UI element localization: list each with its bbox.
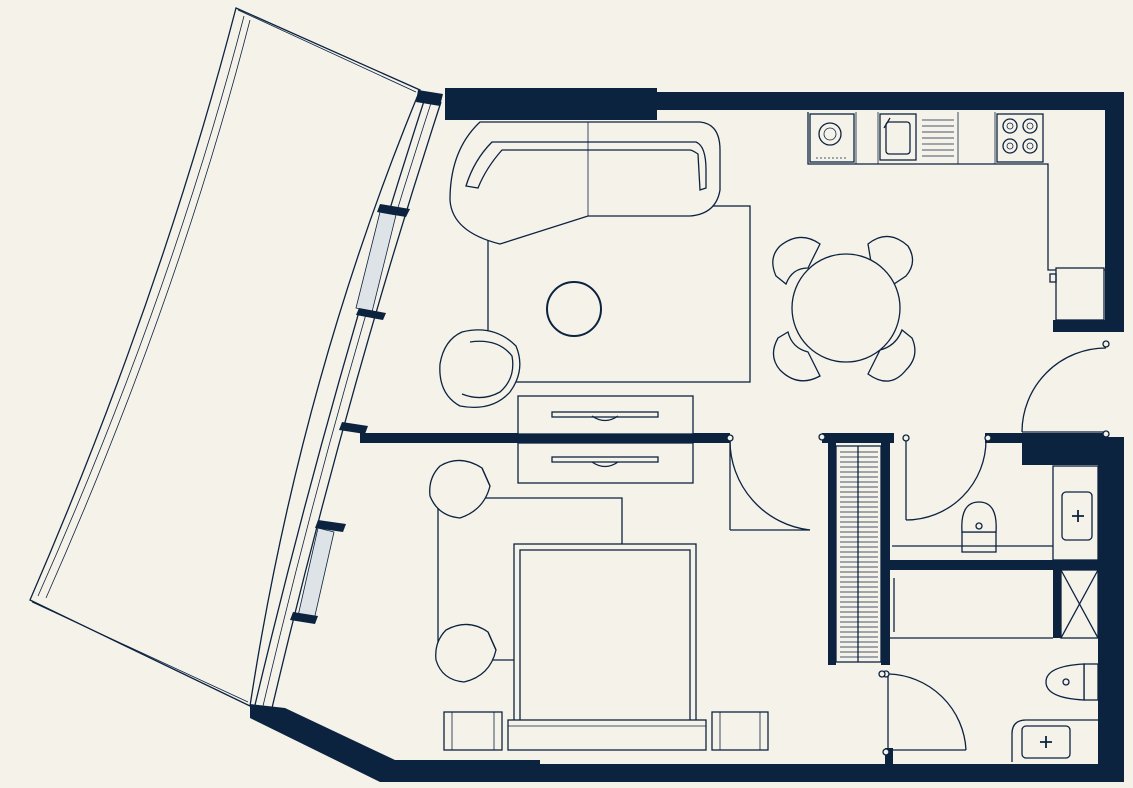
cooktop xyxy=(996,113,1044,163)
desk-chair-bottom xyxy=(435,623,497,683)
kitchen-sink xyxy=(879,113,954,161)
coffee-table xyxy=(546,281,602,337)
wc-toilet xyxy=(961,501,997,553)
wc-vanity xyxy=(892,465,1099,561)
bed xyxy=(507,543,707,751)
shower xyxy=(1060,569,1099,639)
curtain-wall xyxy=(254,90,443,709)
door-bedroom[interactable] xyxy=(726,434,811,531)
walls xyxy=(250,88,1124,782)
door-entrance[interactable] xyxy=(1021,340,1110,438)
armchair xyxy=(439,329,521,409)
door-utility[interactable] xyxy=(890,578,1053,639)
desk-chair-top xyxy=(429,459,491,519)
nightstand-right xyxy=(711,711,769,751)
bath-toilet xyxy=(1045,663,1099,701)
washing-machine xyxy=(809,113,855,163)
console-drawers xyxy=(517,395,694,484)
door-wc[interactable] xyxy=(902,434,992,521)
terrace xyxy=(29,7,421,707)
door-bathroom[interactable] xyxy=(882,670,967,756)
fridge xyxy=(1049,267,1105,321)
wardrobe-hangers xyxy=(840,451,878,658)
wardrobe xyxy=(835,445,882,663)
sofa xyxy=(449,121,721,245)
bath-vanity xyxy=(1011,719,1098,762)
nightstand-left xyxy=(443,711,503,751)
dining-set xyxy=(772,235,916,382)
